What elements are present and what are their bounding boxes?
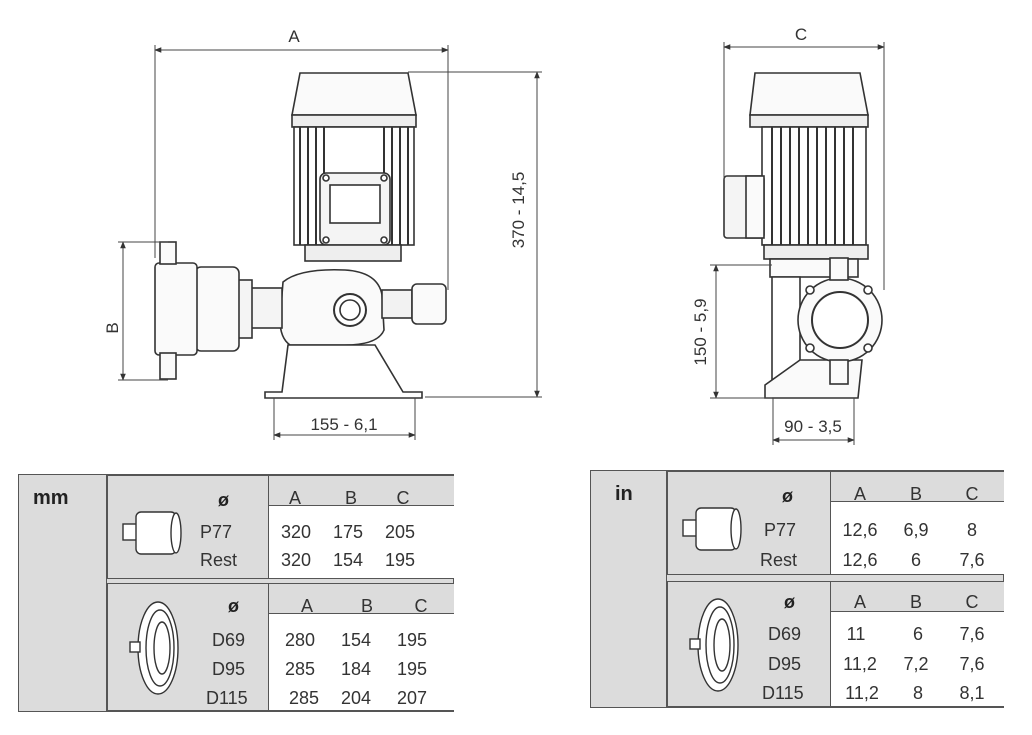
in-cyl-symbol: ø: [782, 486, 793, 506]
mm-cylinder-block: ø P77 Rest A B C 320 175 205 320 154 195: [107, 475, 454, 579]
cylinder-head-icon: [122, 511, 182, 555]
in-cylinder-block: ø P77 Rest A B C 12,6 6,9 8 12,6 6 7,6: [667, 471, 1004, 575]
mm-dia-header-cell: C: [414, 596, 428, 616]
mm-cyl-value: 154: [332, 550, 364, 570]
mm-dia-row-label: D95: [212, 659, 246, 679]
in-dia-value: 11,2: [845, 683, 879, 703]
mm-dia-value: 195: [396, 659, 428, 679]
in-dia-value: 11: [846, 624, 866, 644]
in-dia-value: 8: [912, 683, 923, 703]
in-cyl-value: 6: [910, 550, 921, 570]
mm-dia-value: 204: [340, 688, 372, 708]
mm-cyl-value: 195: [384, 550, 416, 570]
mm-dia-value: 184: [340, 659, 372, 679]
mm-dia-value: 280: [284, 630, 316, 650]
in-cyl-header-cell: C: [965, 484, 979, 504]
in-dia-value: 6: [912, 624, 923, 644]
in-cyl-value: 6,9: [903, 520, 929, 540]
mm-dia-row-label: D115: [206, 688, 248, 708]
in-cyl-value: 7,6: [959, 550, 985, 570]
front-view-pump: [154, 72, 447, 399]
mm-dia-header-cell: B: [360, 596, 373, 616]
mm-cyl-value: 205: [384, 522, 416, 542]
mm-dia-symbol: ø: [228, 596, 239, 616]
mm-cyl-symbol: ø: [218, 490, 229, 510]
mm-cyl-header-cell: A: [288, 488, 301, 508]
in-cyl-row-label: P77: [764, 520, 797, 540]
in-cyl-header-cell: A: [853, 484, 866, 504]
mm-cyl-header-cell: C: [396, 488, 410, 508]
in-dia-row-label: D115: [762, 683, 804, 703]
mm-cyl-value: 320: [280, 550, 312, 570]
cylinder-head-icon: [682, 507, 742, 551]
in-cyl-row-label: Rest: [760, 550, 798, 570]
dim-label-b: B: [103, 322, 122, 333]
in-dia-header-cell: C: [965, 592, 979, 612]
mm-cyl-values: A B C 320 175 205 320 154 195: [268, 476, 454, 578]
in-cyl-value: 12,6: [842, 550, 878, 570]
in-dia-row-label: D69: [768, 624, 802, 644]
in-cyl-value: 8: [966, 520, 977, 540]
in-dia-value: 7,6: [959, 624, 985, 644]
dim-label-side-base: 90 - 3,5: [784, 417, 842, 436]
mm-dia-value: 207: [396, 688, 428, 708]
dim-label-front-height: 370 - 14,5: [509, 172, 528, 249]
mm-cyl-header: [269, 476, 454, 506]
in-dia-header-cell: B: [909, 592, 922, 612]
mm-dia-row-label: D69: [212, 630, 246, 650]
in-dia-header: [831, 582, 1004, 612]
mm-dia-values: A B C 280 154 195 285 184 195 285 204 20…: [268, 584, 454, 710]
mm-cyl-value: 320: [280, 522, 312, 542]
in-dia-symbol: ø: [784, 592, 795, 612]
mm-cyl-header-cell: B: [344, 488, 357, 508]
mm-diaphragm-block: ø D69 D95 D115 A B C 280 154 195 285 184…: [107, 583, 454, 711]
technical-drawing: A 370 - 14,5 B 155 - 6,1: [103, 25, 885, 445]
mm-dia-value: 285: [288, 688, 320, 708]
mm-dia-header-cell: A: [300, 596, 313, 616]
mm-dia-header: [269, 584, 454, 614]
in-diaphragm-block: ø D69 D95 D115 A B C 11 6 7,6 11,2 7,2 7…: [667, 581, 1004, 707]
side-view-dimensions: [710, 42, 885, 445]
dim-label-a: A: [288, 27, 300, 46]
in-dia-value: 7,6: [959, 654, 985, 674]
mm-cyl-row-label: P77: [200, 522, 233, 542]
mm-unit-label: mm: [19, 475, 107, 711]
mm-dia-value: 285: [284, 659, 316, 679]
in-dia-value: 7,2: [903, 654, 929, 674]
side-view-pump: [723, 72, 883, 399]
diaphragm-head-icon: [129, 601, 179, 695]
in-dia-header-cell: A: [853, 592, 866, 612]
in-cyl-value: 12,6: [842, 520, 878, 540]
in-cyl-header-cell: B: [909, 484, 922, 504]
mm-table: mm ø P77 Rest A B C 320 175 205 320 154 …: [18, 474, 454, 712]
in-dia-value: 8,1: [959, 683, 985, 703]
in-cyl-header: [831, 472, 1004, 502]
mm-cyl-value: 175: [332, 522, 364, 542]
mm-dia-value: 154: [340, 630, 372, 650]
in-unit-label: in: [591, 471, 667, 707]
in-dia-row-label: D95: [768, 654, 802, 674]
diaphragm-head-icon: [689, 598, 739, 692]
in-dia-value: 11,2: [843, 654, 877, 674]
in-table: in ø P77 Rest A B C 12,6 6,9 8 12,6 6 7,…: [590, 470, 1004, 708]
in-dia-values: A B C 11 6 7,6 11,2 7,2 7,6 11,2 8 8,1: [830, 582, 1004, 706]
mm-dia-value: 195: [396, 630, 428, 650]
in-cyl-values: A B C 12,6 6,9 8 12,6 6 7,6: [830, 472, 1004, 574]
front-view-dimensions: [118, 45, 542, 440]
mm-cyl-row-label: Rest: [200, 550, 238, 570]
dim-label-front-base: 155 - 6,1: [310, 415, 377, 434]
dim-label-c: C: [795, 25, 807, 44]
dim-label-side-height: 150 - 5,9: [691, 298, 710, 365]
